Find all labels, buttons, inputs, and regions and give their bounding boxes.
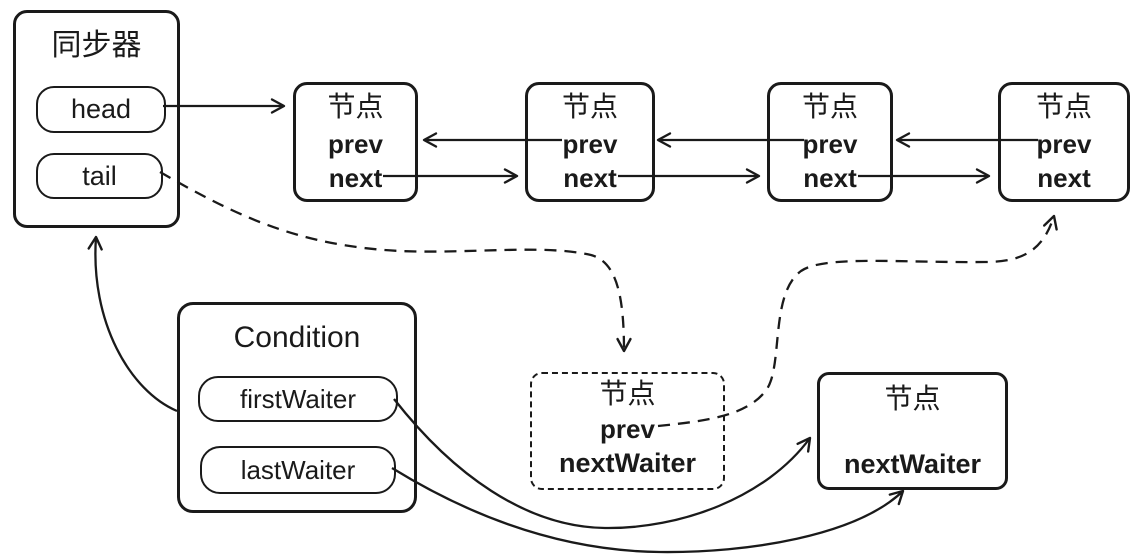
synchronizer-title: 同步器 xyxy=(51,29,142,62)
node-field-prev: prev xyxy=(328,129,383,159)
node-field-prev: prev xyxy=(802,129,858,159)
waiting-node: 节点 nextWaiter xyxy=(817,372,1008,490)
transferring-node-dashed: 节点 prev nextWaiter xyxy=(530,372,725,490)
node-title: 节点 xyxy=(561,91,618,122)
first-waiter-label: firstWaiter xyxy=(239,383,357,414)
last-waiter-label: lastWaiter xyxy=(240,454,356,485)
edge-condition-to-synchronizer xyxy=(87,235,178,413)
synchronizer-box: 同步器 head tail xyxy=(13,10,180,228)
sync-queue-node-1: 节点 prev next xyxy=(293,82,418,202)
node-title: 节点 xyxy=(884,383,941,414)
node-field-next-waiter: nextWaiter xyxy=(558,448,697,478)
node-title: 节点 xyxy=(327,91,384,122)
node-field-next-waiter: nextWaiter xyxy=(843,449,982,479)
sync-queue-node-3: 节点 prev next xyxy=(767,82,893,202)
node-title: 节点 xyxy=(1035,91,1092,122)
head-field-label: head xyxy=(70,94,132,124)
node-field-next: next xyxy=(803,163,857,193)
tail-field: tail xyxy=(36,153,163,199)
node-field-prev: prev xyxy=(562,129,618,159)
sync-queue-node-4: 节点 prev next xyxy=(998,82,1130,202)
sync-queue-node-2: 节点 prev next xyxy=(525,82,655,202)
head-field: head xyxy=(36,86,166,133)
node-field-next: next xyxy=(563,163,617,193)
condition-box: Condition firstWaiter lastWaiter xyxy=(177,302,417,513)
first-waiter-field: firstWaiter xyxy=(198,376,398,422)
node-title: 节点 xyxy=(599,378,656,409)
node-field-prev: prev xyxy=(1036,129,1092,159)
node-field-next: next xyxy=(1037,163,1091,193)
condition-title: Condition xyxy=(233,321,361,354)
node-title: 节点 xyxy=(801,91,858,122)
last-waiter-field: lastWaiter xyxy=(200,446,396,494)
node-field-next: next xyxy=(328,163,383,193)
tail-field-label: tail xyxy=(82,160,117,191)
node-field-prev: prev xyxy=(600,414,655,444)
